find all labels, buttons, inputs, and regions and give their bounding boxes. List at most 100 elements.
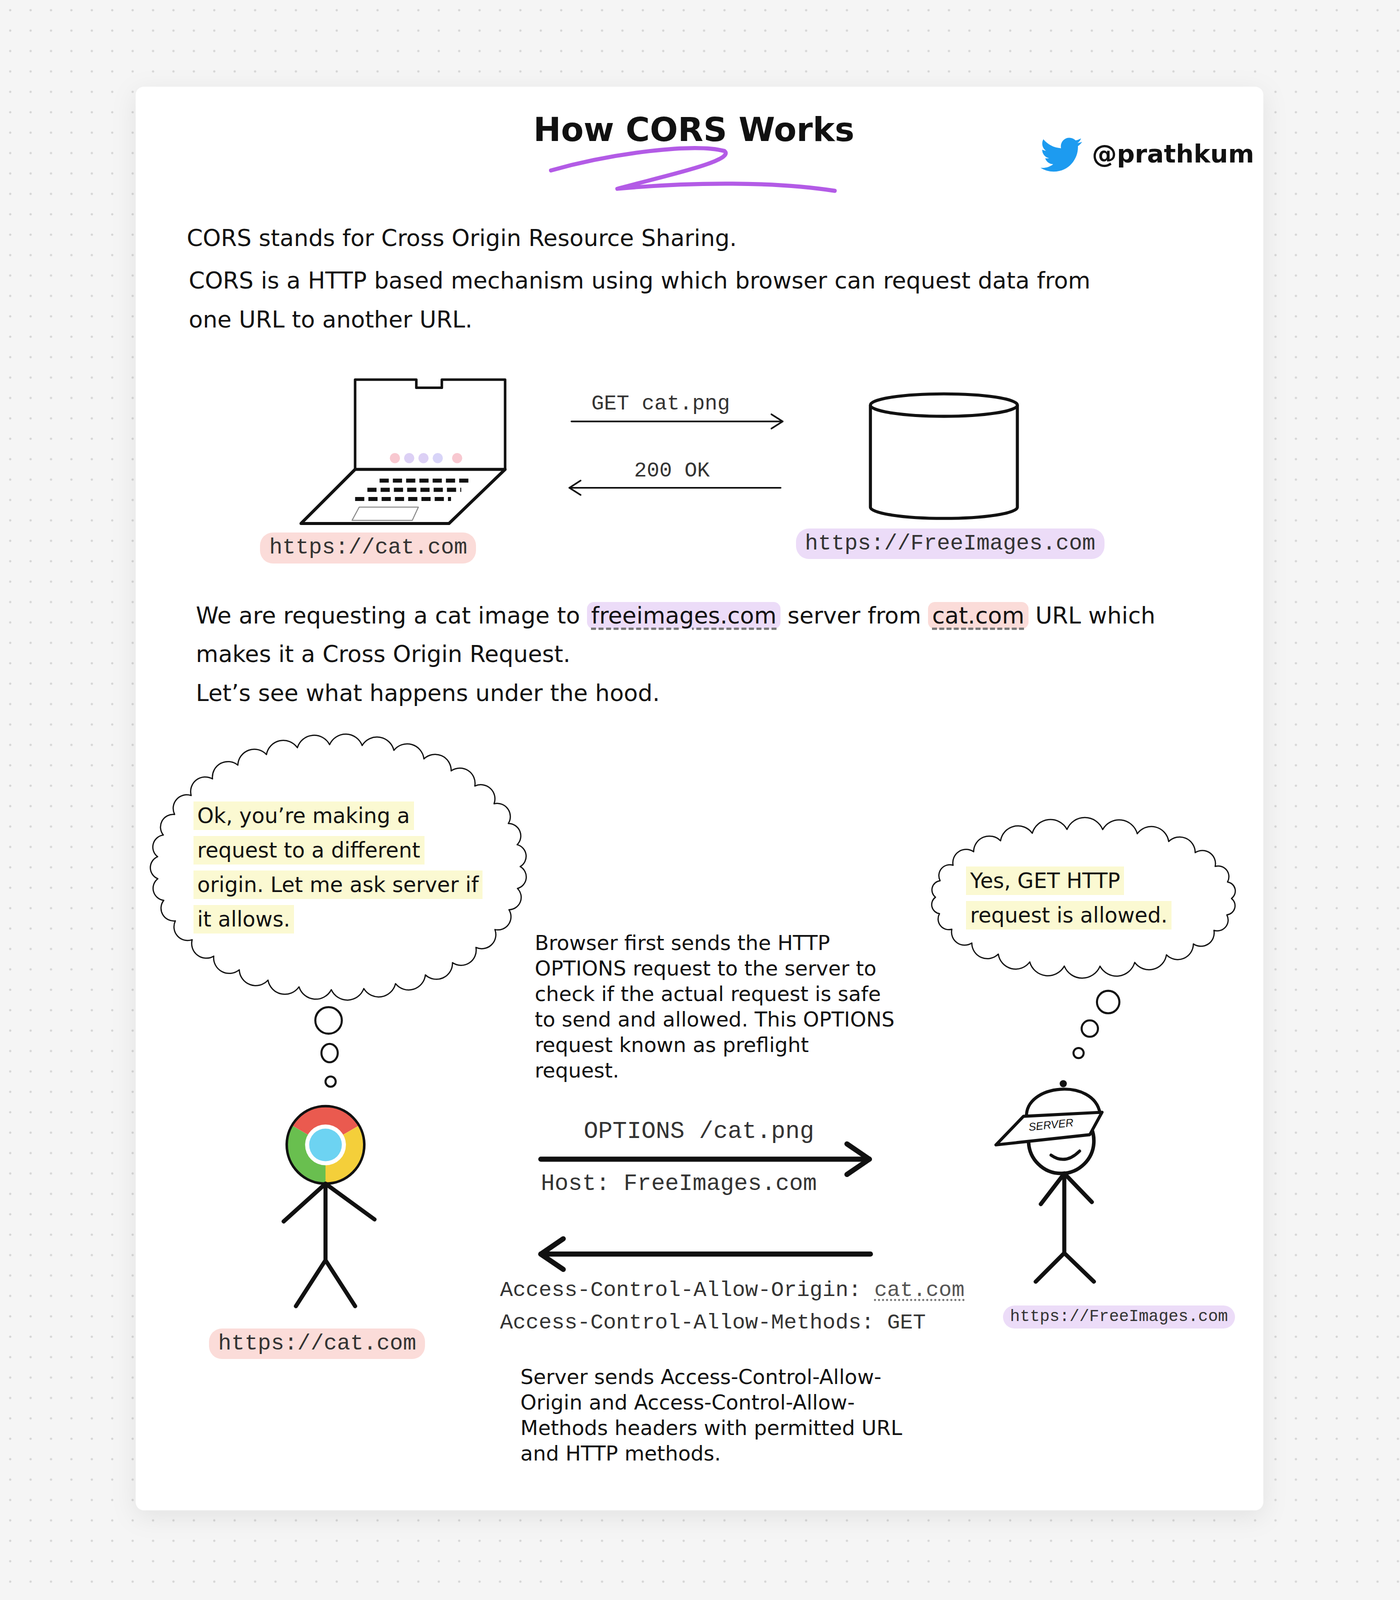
- title: How CORS Works: [533, 110, 855, 149]
- laptop-base: [301, 469, 505, 524]
- screen-dot: [404, 453, 414, 463]
- intro-text: CORS is a HTTP based mechanism using whi…: [189, 267, 1091, 333]
- arrow-head: [847, 1144, 870, 1175]
- cloud-outline: [144, 731, 533, 1003]
- thought-dot: [1073, 1048, 1084, 1058]
- header-text: Host: FreeImages.com: [541, 1171, 817, 1197]
- cloud-shape: [150, 734, 527, 1001]
- url-pill: https://FreeImages.com: [796, 528, 1105, 560]
- edge-label-box: GET cat.png: [589, 391, 732, 417]
- screen-dot: [418, 453, 429, 463]
- screen-dot: [432, 453, 443, 463]
- label-box: We are requesting a cat image to: [196, 596, 580, 635]
- chrome-outline: [286, 1106, 364, 1184]
- title-underline: [551, 148, 835, 191]
- author-handle: @prathkum: [1092, 139, 1255, 169]
- request-arrow: [541, 1239, 871, 1270]
- header-text: Access-Control-Allow-Origin:: [500, 1278, 862, 1303]
- label-box: URL which: [1035, 596, 1156, 635]
- cylinder-body: [870, 405, 1018, 519]
- paragraph-text: URL which: [1035, 602, 1156, 629]
- laptop-screen: [355, 379, 505, 470]
- label-box: cat.com: [928, 596, 1028, 635]
- arrow-line: [571, 420, 783, 422]
- endpoint-node: https://cat.com: [260, 377, 505, 563]
- edge-label-box: 200 OK: [632, 458, 712, 484]
- label-box: CORS stands for Cross Origin Resource Sh…: [186, 218, 737, 258]
- paragraph-text: server from: [787, 602, 921, 629]
- edge-label: 200 OK: [632, 459, 712, 483]
- note-text: Browser first sends the HTTP OPTIONS req…: [534, 931, 895, 1083]
- keyboard: [355, 480, 472, 499]
- label-box: Access-Control-Allow-Methods: GET: [500, 1310, 926, 1336]
- thought-cloud: Ok, you’re making a request to a differe…: [144, 731, 533, 1003]
- chrome-ring: [305, 1124, 346, 1166]
- chrome-center: [309, 1128, 342, 1161]
- label-box: server from: [787, 596, 921, 635]
- server-figure: [996, 1080, 1102, 1282]
- title-box: How CORS Works: [533, 110, 855, 150]
- arrow-line: [569, 487, 781, 489]
- highlight-domain: cat.com: [928, 602, 1028, 629]
- edge-label: GET cat.png: [589, 392, 732, 416]
- paragraph-text: makes it a Cross Origin Request.: [196, 640, 571, 668]
- arrow-head: [569, 480, 581, 495]
- highlight-domain: freeimages.com: [587, 602, 781, 629]
- thought-dot: [325, 1076, 336, 1087]
- paragraph-text: We are requesting a cat image to: [196, 602, 580, 629]
- label-box: @prathkum: [1092, 139, 1255, 169]
- label-box: makes it a Cross Origin Request.: [196, 634, 571, 674]
- thought-dot: [1097, 991, 1120, 1014]
- screen-dot: [452, 453, 462, 463]
- request-arrow: [541, 1144, 870, 1175]
- arrow-line: [541, 1156, 870, 1162]
- header-value: cat.com: [874, 1278, 965, 1303]
- card: [135, 86, 1263, 1510]
- thought-text: Yes, GET HTTP request is allowed.: [966, 866, 1172, 930]
- arrow-line: [541, 1251, 871, 1257]
- stick-body: [283, 1183, 375, 1306]
- label-box: Host: FreeImages.com: [541, 1170, 817, 1198]
- endpoint-node: https://FreeImages.com: [995, 1074, 1237, 1329]
- endpoint-node: https://cat.com: [209, 1104, 441, 1359]
- edge-label: OPTIONS /cat.png: [582, 1118, 817, 1145]
- cloud-outline: [922, 816, 1245, 980]
- touchpad: [352, 507, 419, 521]
- cylinder-top: [870, 394, 1018, 417]
- smile: [1051, 1151, 1080, 1160]
- stick-body: [1035, 1173, 1094, 1282]
- browser-figure: [283, 1106, 375, 1306]
- label-box: Let’s see what happens under the hood.: [196, 673, 660, 713]
- label-box: CORS is a HTTP based mechanism using whi…: [189, 261, 1139, 339]
- label-box: SERVER: [1028, 1119, 1074, 1131]
- cap-button: [1059, 1080, 1067, 1087]
- arrow-head: [541, 1239, 564, 1270]
- note-text: Server sends Access-Control-Allow-Origin…: [520, 1365, 903, 1466]
- edge-label-box: OPTIONS /cat.png: [582, 1117, 817, 1147]
- label-box: freeimages.com: [587, 596, 781, 635]
- cloud-shape: [932, 817, 1236, 978]
- label-box: Server sends Access-Control-Allow-Origin…: [520, 1364, 921, 1467]
- label-box: Browser first sends the HTTP OPTIONS req…: [534, 930, 895, 1084]
- url-pill: https://cat.com: [209, 1328, 425, 1360]
- twitter-bird: [1040, 137, 1082, 172]
- endpoint-node: https://FreeImages.com: [796, 393, 1107, 560]
- thought-cloud: Yes, GET HTTP request is allowed.: [922, 816, 1245, 980]
- screen-dot: [390, 453, 400, 463]
- laptop-illustration: [301, 379, 505, 524]
- label-box: cat.com: [874, 1277, 965, 1304]
- url-pill: https://cat.com: [260, 532, 476, 564]
- label-box: Access-Control-Allow-Origin:: [500, 1277, 862, 1304]
- thought-dot: [315, 1007, 342, 1034]
- url-pill: https://FreeImages.com: [1003, 1305, 1235, 1329]
- cap-label: SERVER: [1028, 1117, 1074, 1133]
- request-arrow: [571, 414, 783, 429]
- paragraph-text: Let’s see what happens under the hood.: [196, 679, 660, 707]
- header-text: Access-Control-Allow-Methods: GET: [500, 1310, 926, 1335]
- thought-text: Ok, you’re making a request to a differe…: [193, 801, 483, 934]
- intro-text: CORS stands for Cross Origin Resource Sh…: [186, 224, 737, 252]
- thought-dot: [1081, 1020, 1098, 1037]
- cap-brim: [996, 1112, 1102, 1145]
- arrow-head: [771, 414, 783, 429]
